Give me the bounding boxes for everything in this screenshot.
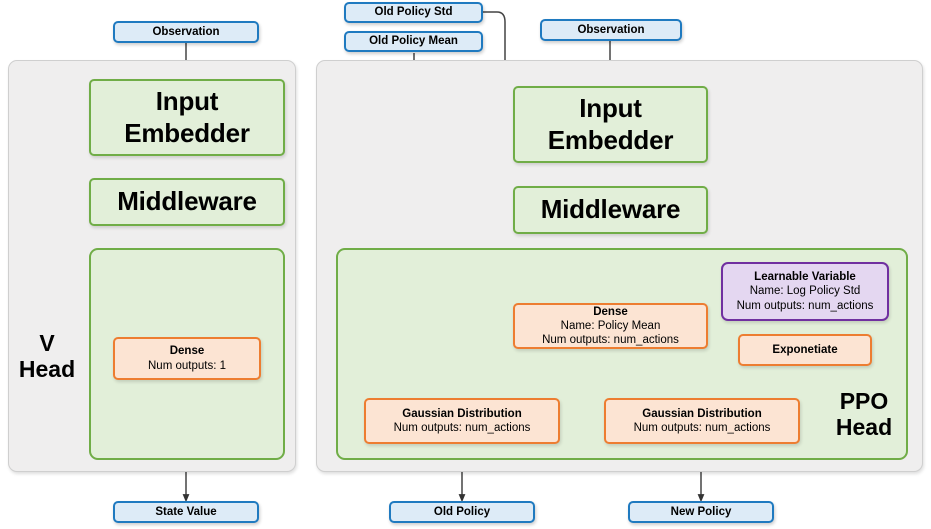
v-head-observation-label: Observation: [152, 25, 220, 38]
gaussian-distribution-old-node[interactable]: Gaussian Distribution Num outputs: num_a…: [364, 398, 560, 444]
v-head-middleware-node[interactable]: Middleware: [89, 178, 285, 226]
v-head-dense-node[interactable]: Dense Num outputs: 1: [113, 337, 261, 380]
ppo-head-observation-label: Observation: [577, 23, 645, 36]
learnable-variable-name: Name: Log Policy Std: [749, 285, 861, 298]
ppo-head-label: PPO Head: [835, 388, 893, 441]
gaussian-old-numoutputs: Num outputs: num_actions: [393, 422, 531, 434]
ppo-head-middleware-node[interactable]: Middleware: [513, 186, 708, 234]
new-policy-output-label: New Policy: [670, 505, 732, 518]
ppo-dense-numoutputs: Num outputs: num_actions: [542, 334, 679, 347]
old-policy-output-node[interactable]: Old Policy: [389, 501, 535, 523]
v-head-dense-title: Dense: [169, 345, 205, 358]
ppo-dense-policy-mean-node[interactable]: Dense Name: Policy Mean Num outputs: num…: [513, 303, 708, 349]
ppo-dense-title: Dense: [593, 305, 628, 318]
v-head-dense-numoutputs: Num outputs: 1: [148, 359, 226, 372]
v-head-state-value-label: State Value: [155, 505, 217, 518]
learnable-variable-numoutputs: Num outputs: num_actions: [736, 299, 874, 312]
old-policy-output-label: Old Policy: [433, 505, 491, 518]
v-head-observation-node[interactable]: Observation: [113, 21, 259, 43]
v-head-input-embedder-node[interactable]: Input Embedder: [89, 79, 285, 156]
gaussian-new-title: Gaussian Distribution: [642, 407, 762, 420]
ppo-head-input-embedder-node[interactable]: Input Embedder: [513, 86, 708, 163]
exponetiate-title: Exponetiate: [772, 343, 838, 356]
v-head-middleware-label: Middleware: [117, 186, 257, 217]
old-policy-std-node[interactable]: Old Policy Std: [344, 2, 483, 23]
v-head-input-embedder-label: Input Embedder: [124, 85, 250, 148]
old-policy-mean-label: Old Policy Mean: [369, 35, 458, 48]
old-policy-mean-node[interactable]: Old Policy Mean: [344, 31, 483, 52]
v-head-label: V Head: [18, 330, 76, 383]
v-head-state-value-node[interactable]: State Value: [113, 501, 259, 523]
learnable-variable-title: Learnable Variable: [754, 271, 856, 284]
gaussian-distribution-new-node[interactable]: Gaussian Distribution Num outputs: num_a…: [604, 398, 800, 444]
old-policy-std-label: Old Policy Std: [374, 6, 453, 19]
ppo-dense-name: Name: Policy Mean: [560, 320, 661, 332]
new-policy-output-node[interactable]: New Policy: [628, 501, 774, 523]
gaussian-new-numoutputs: Num outputs: num_actions: [633, 422, 771, 434]
ppo-head-middleware-label: Middleware: [540, 194, 681, 225]
exponetiate-node[interactable]: Exponetiate: [738, 334, 872, 366]
gaussian-old-title: Gaussian Distribution: [402, 407, 522, 420]
ppo-head-observation-node[interactable]: Observation: [540, 19, 682, 41]
ppo-head-input-embedder-label: Input Embedder: [547, 92, 674, 155]
learnable-variable-node[interactable]: Learnable Variable Name: Log Policy Std …: [721, 262, 889, 321]
